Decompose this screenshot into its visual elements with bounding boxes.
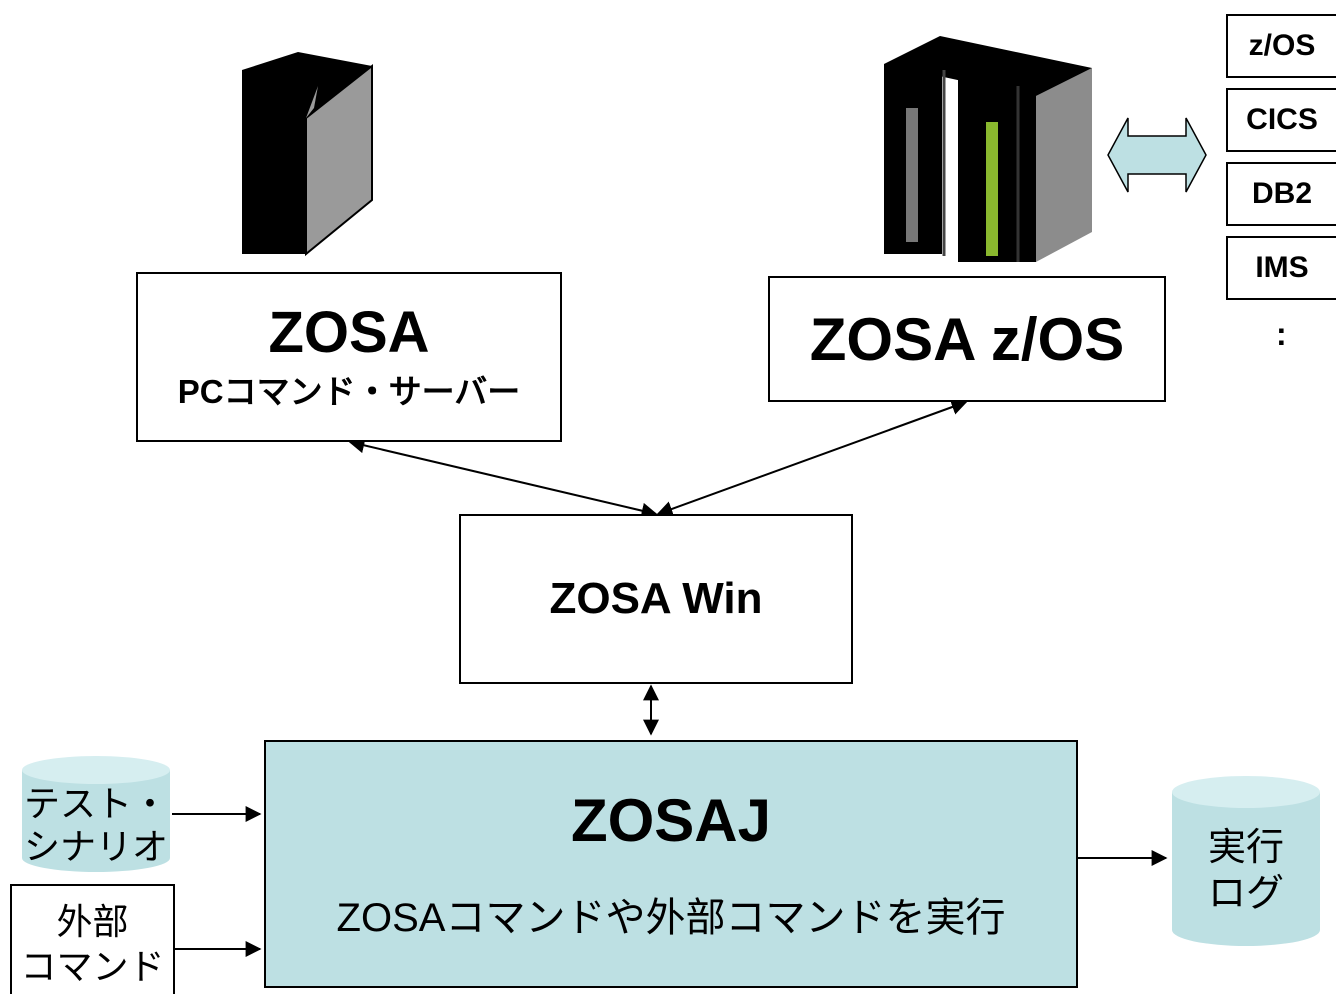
stack-more-indicator: : — [1276, 316, 1287, 352]
zosaj-box: ZOSAJ ZOSAコマンドや外部コマンドを実行 — [264, 740, 1078, 988]
zosa-win-box: ZOSA Win — [459, 514, 853, 684]
stack-item-label: CICS — [1246, 103, 1318, 136]
stack-item-ims: IMS — [1226, 236, 1336, 300]
zosa-zos-title: ZOSA z/OS — [809, 305, 1125, 373]
mainframe-icon — [884, 36, 1092, 262]
stack-item-label: IMS — [1255, 251, 1309, 284]
arrow-zos-win — [656, 399, 968, 517]
pc-command-server-box: ZOSA PCコマンド・サーバー — [136, 272, 562, 442]
arrow-pc-win — [348, 437, 658, 519]
zosaj-description: ZOSAコマンドや外部コマンドを実行 — [336, 895, 1006, 940]
external-command-line2: コマンド — [20, 946, 165, 987]
stack-item-label: DB2 — [1251, 177, 1312, 210]
stack-item-cics: CICS — [1226, 88, 1336, 152]
external-command-box: 外部 コマンド — [10, 884, 175, 994]
test-scenario-line1: テスト・ — [23, 783, 168, 824]
pc-tower-icon — [242, 52, 373, 257]
stack-item-label: z/OS — [1248, 29, 1316, 62]
test-scenario-label: テスト・ シナリオ — [22, 782, 170, 868]
zosa-zos-box: ZOSA z/OS — [768, 276, 1166, 402]
exec-log-line2: ログ — [1207, 872, 1284, 915]
exec-log-label: 実行 ログ — [1172, 826, 1320, 917]
external-command-line1: 外部 — [56, 901, 129, 942]
exec-log-line1: 実行 — [1207, 827, 1284, 869]
zosaj-title: ZOSAJ — [570, 786, 772, 854]
test-scenario-line2: シナリオ — [23, 826, 168, 868]
pc-server-title: ZOSA — [268, 299, 430, 365]
exec-log-cylinder — [1172, 776, 1320, 946]
pc-server-subtitle: PCコマンド・サーバー — [177, 372, 521, 410]
stack-item-db2: DB2 — [1226, 162, 1336, 226]
stack-item-zos: z/OS — [1226, 14, 1336, 78]
double-arrow-icon — [1107, 117, 1207, 193]
zosa-win-title: ZOSA Win — [549, 574, 763, 623]
test-scenario-cylinder — [22, 756, 170, 872]
